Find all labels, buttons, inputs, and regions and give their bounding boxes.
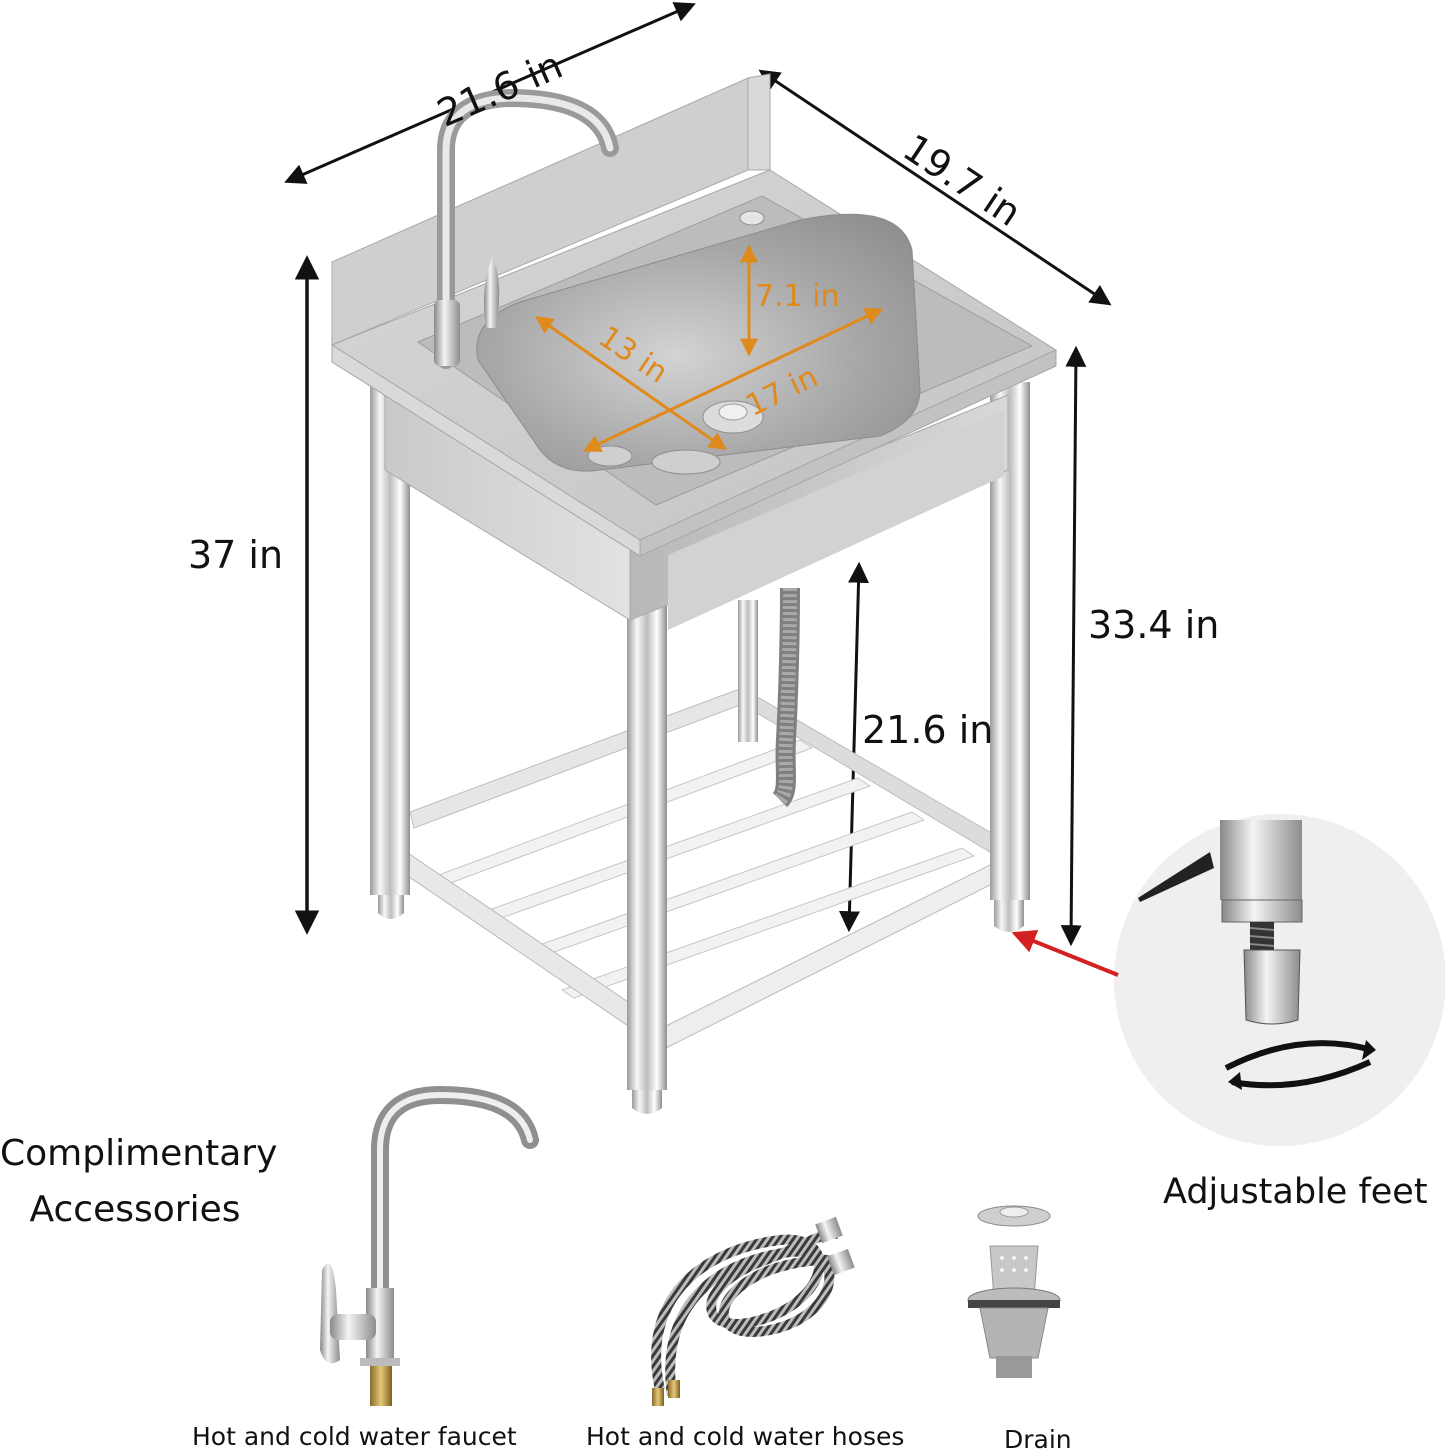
accessories-title: Complimentary Accessories — [0, 1126, 278, 1238]
basin-dimension-lines — [535, 244, 884, 452]
accessory-hoses-label: Hot and cold water hoses — [586, 1422, 905, 1451]
basin-length-arrow — [582, 308, 884, 452]
adjustable-feet-label: Adjustable feet — [1163, 1172, 1428, 1212]
leg-front-right — [627, 555, 667, 1090]
accessories-title-line1: Complimentary — [0, 1133, 278, 1174]
counter-height-arrow — [1060, 345, 1087, 947]
adjustable-feet-inset — [1011, 814, 1445, 1146]
drain-hose — [772, 587, 800, 808]
accessory-drain-label: Drain — [1004, 1425, 1072, 1454]
mounted-faucet — [434, 88, 619, 369]
shelf-clearance-label: 21.6 in — [862, 708, 994, 752]
drain-strainer-icon — [967, 1205, 1061, 1378]
counter-height-label: 33.4 in — [1088, 603, 1220, 647]
depth-dimension-arrow — [758, 69, 1112, 306]
accessory-faucet-label: Hot and cold water faucet — [192, 1422, 517, 1451]
pointer-arrow — [1011, 930, 1119, 977]
back-leg — [738, 600, 758, 742]
basin-depth-label: 7.1 in — [755, 279, 840, 314]
braided-hose-icon — [651, 1216, 855, 1406]
overall-height-label: 37 in — [188, 533, 284, 577]
rotate-arrows-icon — [1224, 1040, 1376, 1090]
faucet-icon — [320, 1085, 539, 1406]
accessories-title-line2: Accessories — [29, 1188, 241, 1230]
shelf-clearance-arrow — [838, 561, 870, 933]
